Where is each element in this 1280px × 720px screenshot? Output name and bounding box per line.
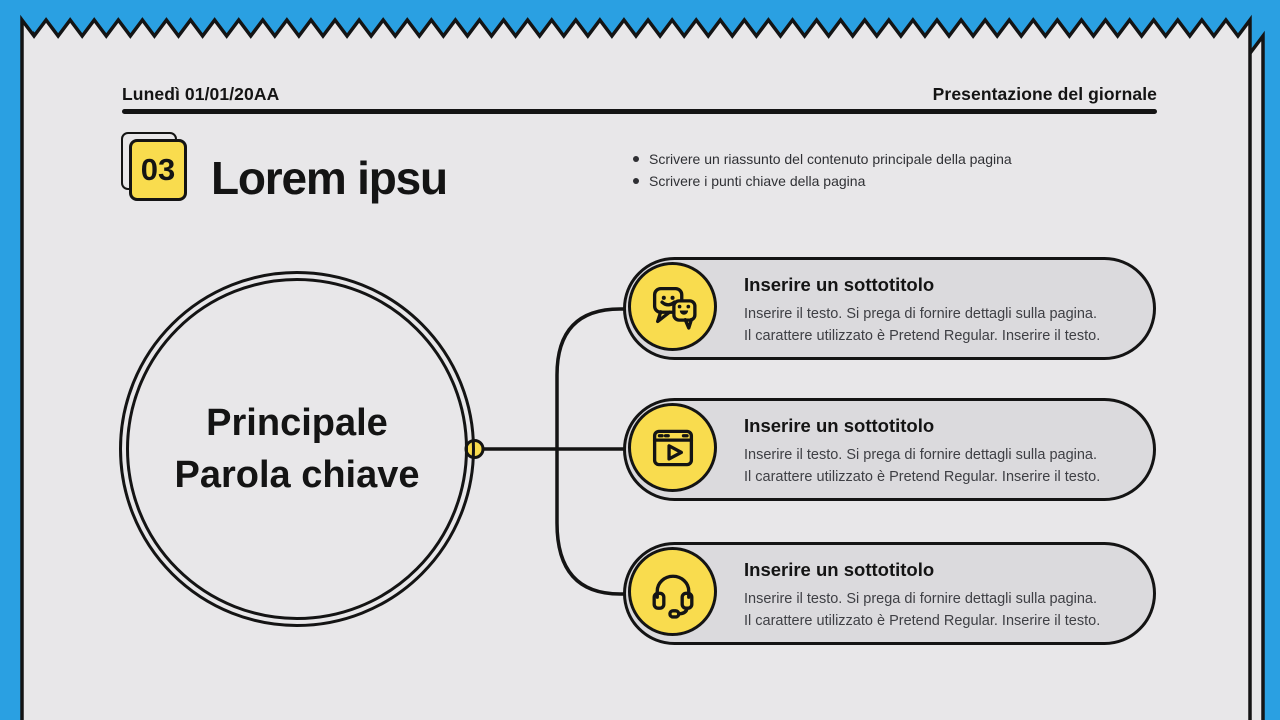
subtopic-card-1: Inserire un sottotitolo Inserire il test…	[623, 257, 1156, 360]
connector-bottom	[555, 449, 629, 596]
card-body-line2: Il carattere utilizzato è Pretend Regula…	[744, 468, 1101, 485]
card-title: Inserire un sottotitolo	[744, 415, 935, 436]
chat-bubbles-icon	[652, 286, 697, 330]
video-window-icon	[652, 429, 693, 466]
bullet-text: Scrivere i punti chiave della pagina	[649, 173, 866, 189]
card-body: Inserire il testo. Si prega di fornire d…	[744, 304, 1100, 347]
card-title: Inserire un sottotitolo	[744, 559, 935, 580]
card-body-line1: Inserire il testo. Si prega di fornire d…	[744, 447, 1098, 463]
connector-top	[555, 307, 629, 449]
card-icon-circle	[628, 262, 717, 351]
card-body: Inserire il testo. Si prega di fornire d…	[744, 589, 1100, 632]
card-body-line2: Il carattere utilizzato è Pretend Regula…	[744, 612, 1101, 629]
summary-bullets: Scrivere un riassunto del contenuto prin…	[633, 148, 1012, 192]
subtopic-card-3: Inserire un sottotitolo Inserire il test…	[623, 542, 1156, 645]
chapter-badge-number: 03	[140, 152, 176, 187]
keyword-line1: Principale	[206, 402, 388, 444]
card-body: Inserire il testo. Si prega di fornire d…	[744, 445, 1100, 488]
bullet-text: Scrivere un riassunto del contenuto prin…	[649, 151, 1012, 167]
headset-icon	[652, 574, 693, 619]
page-title: Lorem ipsu	[211, 152, 448, 204]
bullet-item: Scrivere un riassunto del contenuto prin…	[633, 148, 1012, 170]
card-body-line2: Il carattere utilizzato è Pretend Regula…	[744, 327, 1101, 344]
card-body-line1: Inserire il testo. Si prega di fornire d…	[744, 591, 1098, 607]
bullet-dot-icon	[633, 156, 639, 162]
card-icon-circle	[628, 403, 717, 492]
header-rule	[122, 109, 1157, 114]
bullet-item: Scrivere i punti chiave della pagina	[633, 170, 1012, 192]
header-title: Presentazione del giornale	[932, 84, 1157, 104]
bullet-dot-icon	[633, 178, 639, 184]
chapter-badge: 03	[129, 139, 187, 201]
header-date: Lunedì 01/01/20AA	[122, 84, 280, 104]
card-title: Inserire un sottotitolo	[744, 274, 935, 295]
card-body-line1: Inserire il testo. Si prega di fornire d…	[744, 306, 1098, 322]
subtopic-card-2: Inserire un sottotitolo Inserire il test…	[623, 398, 1156, 501]
keyword-text: Principale Parola chiave	[174, 397, 419, 501]
keyword-circle: Principale Parola chiave	[119, 271, 475, 627]
card-icon-circle	[628, 547, 717, 636]
keyword-line2: Parola chiave	[174, 454, 420, 496]
